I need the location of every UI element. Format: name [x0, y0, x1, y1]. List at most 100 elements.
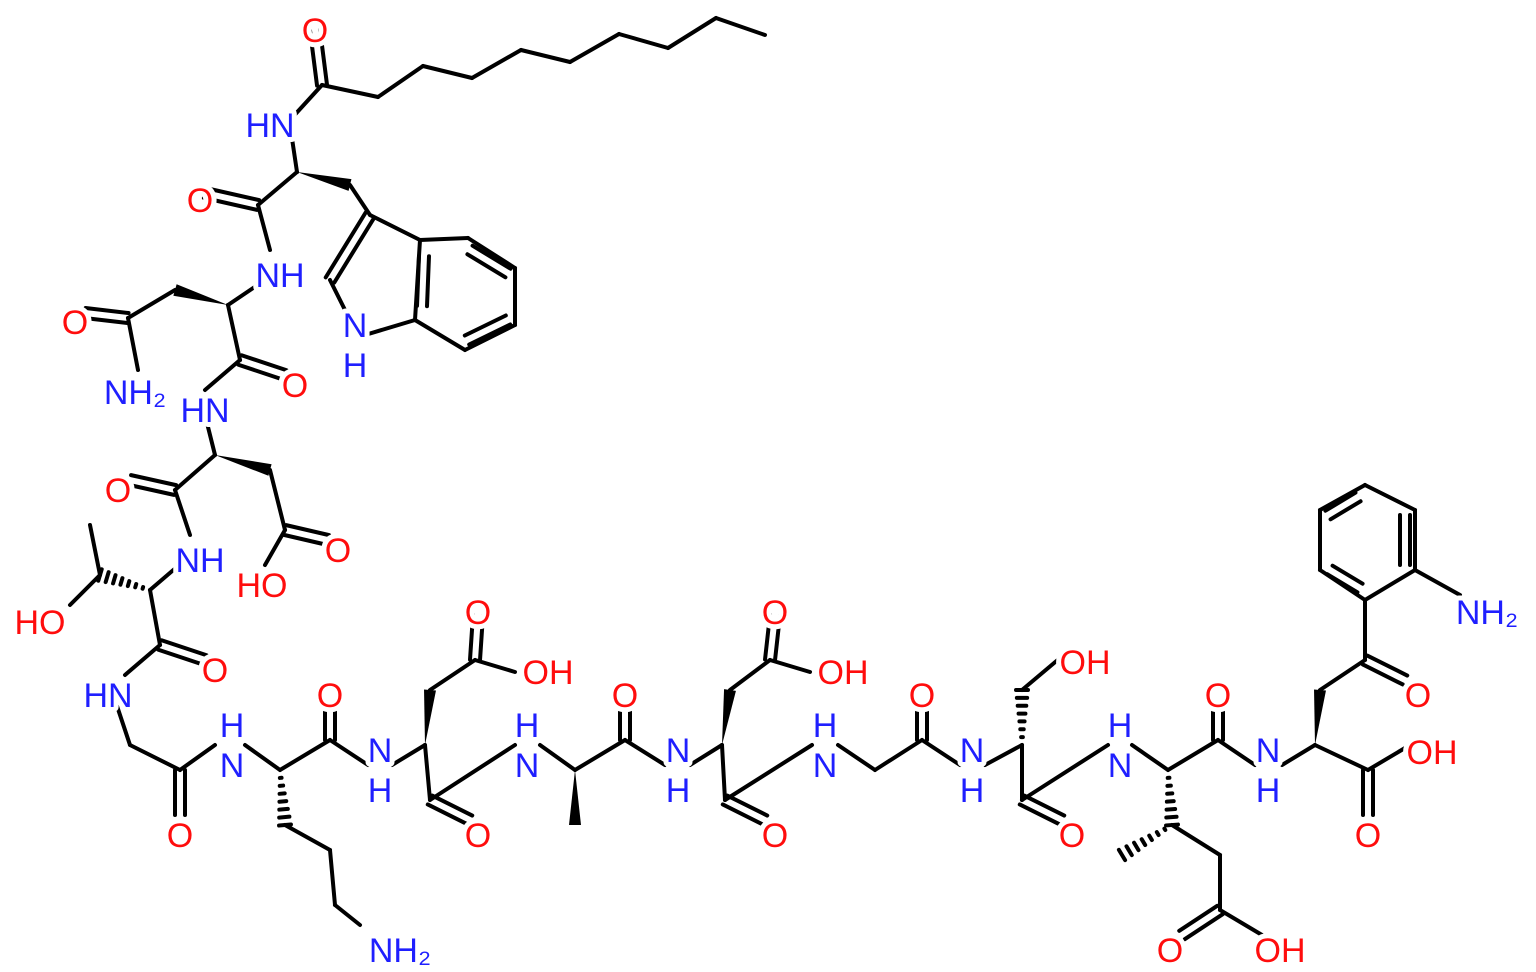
double-bond — [424, 254, 431, 309]
single-bond — [178, 743, 217, 772]
hash-bond — [118, 576, 125, 587]
double-bond — [415, 253, 422, 308]
double-bond — [308, 28, 320, 88]
single-bond — [288, 123, 299, 174]
single-bond — [728, 658, 772, 692]
oxygen-label: O — [612, 677, 638, 715]
hash-bond — [111, 573, 118, 586]
double-bond — [425, 802, 470, 827]
single-bond — [243, 743, 282, 772]
hash-bond — [1147, 833, 1154, 843]
single-bond — [113, 698, 132, 747]
double-bond — [1325, 572, 1360, 595]
hash-bond — [1116, 847, 1128, 863]
single-bond — [128, 743, 182, 772]
double-bond — [1022, 793, 1067, 818]
single-bond — [126, 316, 140, 372]
oxygen-label: O — [105, 472, 131, 510]
single-bond — [148, 558, 187, 592]
single-bond — [428, 743, 517, 802]
single-bond — [463, 323, 517, 352]
hash-bond — [133, 582, 139, 590]
oxygen-label: OH — [1255, 932, 1306, 970]
double-bond — [477, 613, 485, 663]
hash-bond — [277, 799, 289, 804]
single-bond — [1318, 658, 1367, 692]
single-bond — [1170, 823, 1222, 857]
single-bond — [688, 743, 724, 767]
double-bond — [82, 315, 130, 325]
nitrogen-label: HN — [83, 677, 132, 715]
nitrogen-label: HN — [245, 107, 294, 145]
single-bond — [1020, 743, 1110, 802]
single-bond — [466, 236, 517, 270]
single-bond — [348, 183, 372, 217]
single-bond — [1216, 738, 1257, 767]
nitrogen-label: NH₂ — [369, 932, 431, 970]
single-bond — [473, 658, 517, 674]
single-bond — [470, 48, 523, 80]
oxygen-label: O — [1355, 817, 1381, 855]
single-bond — [328, 738, 370, 767]
single-bond — [1218, 908, 1264, 937]
single-bond — [333, 903, 362, 927]
double-bond — [763, 612, 773, 662]
oxygen-label: O — [1157, 932, 1183, 970]
single-bond — [368, 213, 422, 242]
single-bond — [376, 64, 425, 99]
oxygen-label: O — [62, 304, 88, 342]
single-bond — [1413, 568, 1462, 597]
double-bond — [236, 362, 286, 382]
oxygen-label: O — [325, 532, 351, 570]
single-bond — [126, 288, 177, 320]
oxygen-label: O — [302, 12, 328, 50]
single-bond — [836, 743, 877, 772]
oxygen-label: O — [202, 652, 228, 690]
double-bond — [317, 27, 329, 87]
oxygen-label: O — [282, 367, 308, 405]
single-bond — [768, 658, 812, 674]
single-bond — [720, 743, 727, 802]
double-bond — [281, 532, 329, 547]
single-bond — [1280, 743, 1317, 767]
hash-bond — [1139, 837, 1148, 848]
hash-bond — [1124, 844, 1134, 858]
single-bond — [1318, 483, 1367, 512]
single-bond — [1020, 656, 1062, 692]
double-bond — [201, 195, 259, 212]
hash-bond — [1132, 840, 1141, 853]
single-bond — [68, 573, 102, 607]
single-bond — [423, 743, 432, 802]
single-bond — [666, 16, 718, 50]
single-bond — [203, 413, 217, 457]
single-bond — [320, 83, 380, 99]
oxygen-label: O — [1405, 677, 1431, 715]
oxygen-label: O — [465, 594, 491, 632]
double-bond — [323, 210, 368, 280]
nitrogen-label: HN — [180, 392, 229, 430]
double-bond — [430, 793, 475, 818]
single-bond — [623, 738, 667, 767]
single-bond — [278, 738, 332, 772]
single-bond — [268, 468, 287, 532]
wedge-bond — [1314, 689, 1326, 745]
double-bond — [1177, 903, 1220, 933]
double-bond — [725, 793, 770, 818]
single-bond — [88, 523, 102, 577]
double-bond — [284, 523, 332, 538]
double-bond — [470, 243, 513, 271]
double-bond — [1330, 563, 1365, 586]
oxygen-label: O — [1059, 817, 1085, 855]
double-bond — [772, 613, 782, 663]
single-bond — [568, 32, 621, 64]
single-bond — [256, 203, 272, 252]
double-bond — [465, 252, 508, 280]
wedge-bond — [215, 455, 272, 476]
single-bond — [418, 236, 470, 242]
hash-bond — [1164, 814, 1179, 820]
double-bond — [204, 186, 262, 203]
oxygen-label: O — [187, 182, 213, 220]
